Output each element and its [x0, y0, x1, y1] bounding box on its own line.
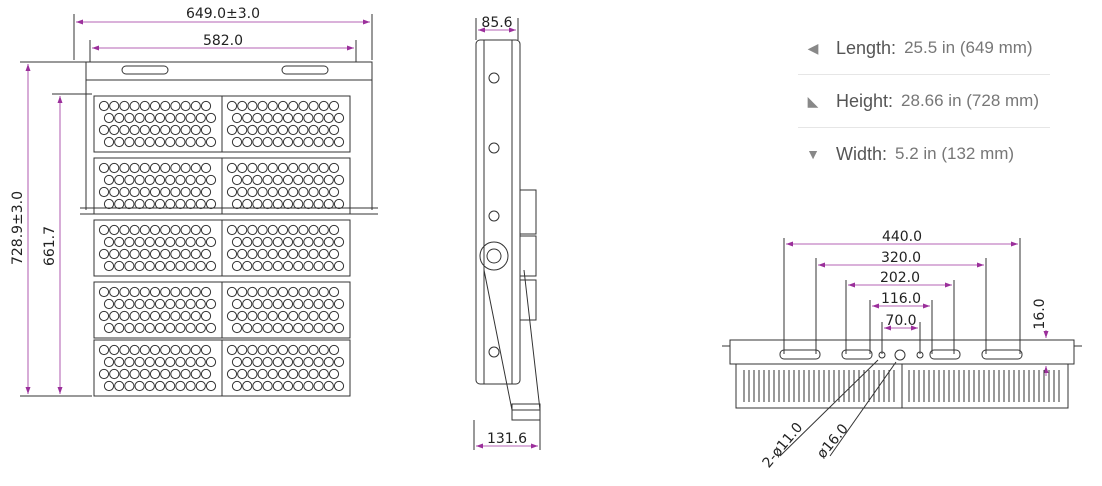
thickness-label: 16.0 — [1032, 298, 1048, 329]
spec-row-length: ◀ Length: 25.5 in (649 mm) — [798, 22, 1050, 75]
top-depth-label: 85.6 — [481, 15, 512, 31]
spec-value: 28.66 in (728 mm) — [901, 91, 1039, 110]
bottom-depth-label: 131.6 — [487, 431, 527, 447]
inner-height-label: 661.7 — [42, 226, 58, 266]
overall-height-label: 728.9±3.0 — [10, 191, 26, 265]
small-hole-label: 2-ø11.0 — [760, 420, 807, 471]
spec-value: 25.5 in (649 mm) — [904, 38, 1033, 57]
spec-row-width: ▼ Width: 5.2 in (132 mm) — [798, 128, 1050, 180]
height-icon: ◣ — [807, 92, 819, 109]
length-icon: ◀ — [807, 39, 819, 56]
overall-length-label: 649.0±3.0 — [186, 6, 260, 22]
heatsink-fins — [743, 370, 1060, 402]
bracket-view: 440.0 320.0 202.0 116.0 70.0 16.0 — [722, 229, 1082, 471]
spacing-202-label: 202.0 — [880, 270, 920, 286]
front-view: 649.0±3.0 582.0 728.9±3.0 661.7 — [10, 6, 378, 397]
spec-value: 5.2 in (132 mm) — [895, 144, 1015, 163]
side-view: 85.6 131.6 — [473, 15, 541, 450]
spec-row-height: ◣ Height: 28.66 in (728 mm) — [798, 75, 1050, 128]
width-icon: ▼ — [806, 146, 820, 162]
large-hole-label: ø16.0 — [814, 421, 852, 462]
spacing-70-label: 70.0 — [885, 313, 916, 329]
spacing-440-label: 440.0 — [882, 229, 922, 245]
spec-label: Height: — [836, 90, 894, 111]
spacing-320-label: 320.0 — [881, 250, 921, 266]
spec-label: Length: — [836, 37, 897, 58]
spacing-116-label: 116.0 — [881, 291, 921, 307]
spec-label: Width: — [836, 143, 888, 164]
inner-length-label: 582.0 — [203, 33, 243, 49]
led-module-grid — [93, 95, 351, 397]
spec-panel: ◀ Length: 25.5 in (649 mm) ◣ Height: 28.… — [798, 22, 1050, 180]
